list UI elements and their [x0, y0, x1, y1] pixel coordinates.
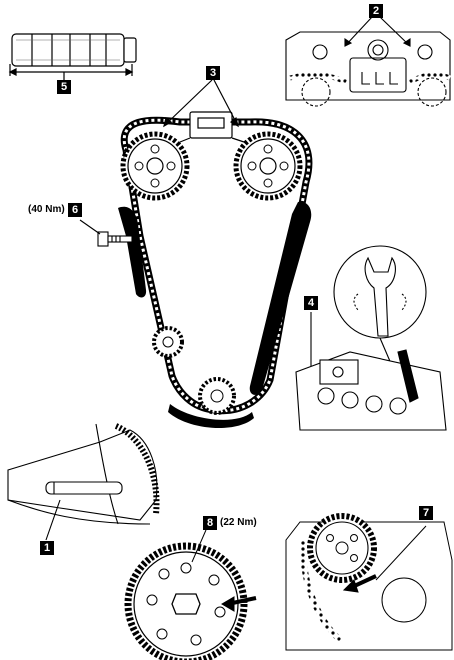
timing-chain-loop — [120, 116, 313, 415]
callout-1: 1 — [40, 541, 54, 555]
callout-3: 3 — [206, 66, 220, 80]
right-cam-sprocket — [233, 131, 303, 201]
callout-6: 6 — [68, 203, 82, 217]
callout-4: 4 — [304, 296, 318, 310]
fixed-guide-right — [249, 201, 312, 395]
gauge-pin-drawing — [8, 33, 137, 82]
wrench-detail-drawing — [295, 245, 447, 431]
torque-label-8: (22 Nm) — [220, 517, 257, 528]
callout-7: 7 — [419, 506, 433, 520]
camshaft-housing-drawing — [285, 16, 451, 107]
left-cam-sprocket — [120, 131, 190, 201]
callout-8: 8 — [203, 516, 217, 530]
tensioner-bolt — [79, 219, 133, 247]
callout-5: 5 — [57, 80, 71, 94]
cam-timing-mark-drawing — [285, 513, 453, 651]
tensioner-guide-left — [118, 206, 147, 298]
idler-sprocket — [152, 326, 184, 358]
guide-rail-bottom — [168, 404, 254, 429]
crank-sprocket-face-drawing — [124, 529, 257, 660]
torque-label-6: (40 Nm) — [28, 204, 65, 215]
crankshaft-sprocket — [198, 377, 236, 415]
callout-2: 2 — [369, 4, 383, 18]
cam-locking-tool — [163, 79, 245, 143]
crank-locking-pin-drawing — [7, 423, 160, 541]
